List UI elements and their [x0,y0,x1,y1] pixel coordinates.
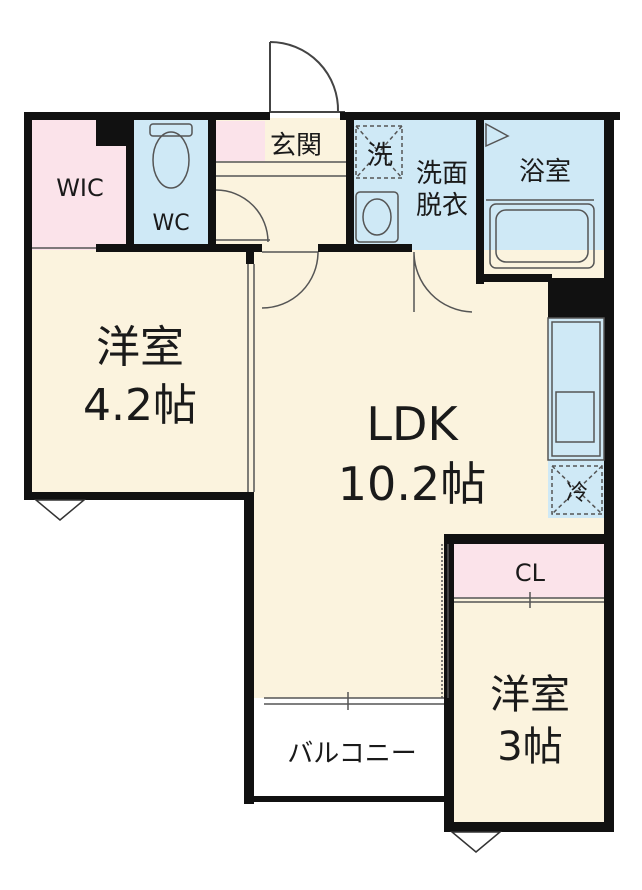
washer-label: 洗 [367,141,393,171]
washroom-label-1: 洗面 [416,159,468,189]
ldk-label-2: 10.2帖 [338,457,486,511]
ldk-label-1: LDK [366,397,459,451]
balcony-area [252,698,448,802]
wc-area [130,118,212,250]
washroom-area [352,118,480,250]
wc-label: WC [152,211,189,236]
closet-label: CL [515,559,546,587]
fixtures [32,122,605,853]
western-b-label-2: 3帖 [497,724,562,770]
inner-walls [96,118,614,802]
entrance-step [215,121,265,161]
entrance-label: 玄関 [270,131,322,161]
fridge-label: 冷 [566,481,588,506]
western-b-area [448,598,612,826]
washroom-label-2: 脱衣 [416,191,468,221]
outer-walls [24,112,620,832]
bath-label: 浴室 [519,157,571,187]
bath-area [480,118,612,274]
western-b-label-1: 洋室 [490,672,570,718]
balcony-label: バルコニー [287,739,416,769]
wic-label: WIC [56,174,104,202]
western-a-area [30,250,252,494]
closet-area [448,542,612,598]
entrance-door [269,41,340,113]
western-a-label-2: 4.2帖 [83,380,197,431]
western-a-label-1: 洋室 [96,322,184,373]
